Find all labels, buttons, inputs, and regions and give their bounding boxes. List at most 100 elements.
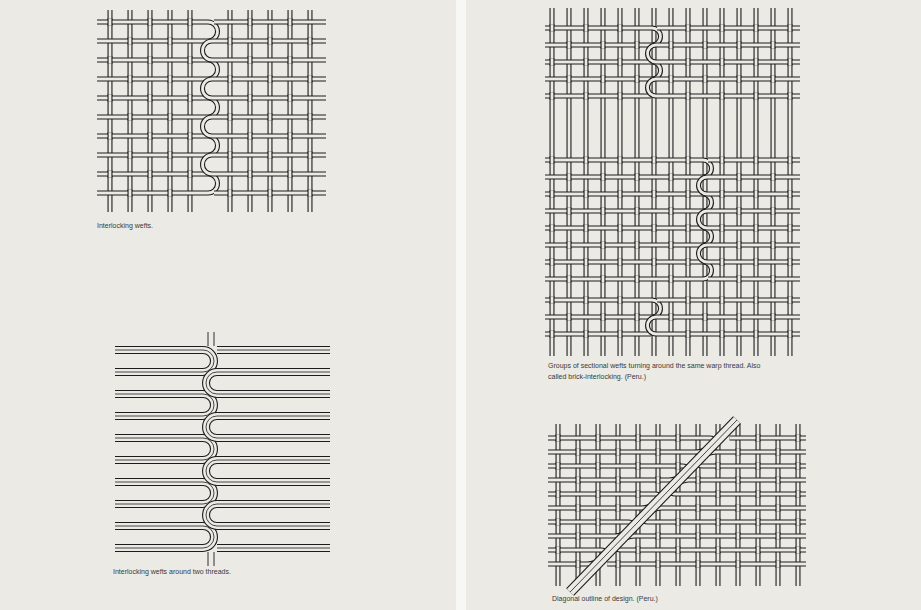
thread-fill [289,170,292,177]
thread-fill [585,190,588,197]
thread-fill [619,296,622,303]
thread-outline [652,224,657,231]
thread-fill [129,37,132,44]
thread-fill [129,75,132,82]
thread-outline [618,156,623,163]
thread-outline [699,245,801,262]
thread-outline [788,58,793,65]
thread-fill [289,94,292,101]
thread-outline [601,173,606,180]
thread-fill [585,224,588,231]
thread-centerline [115,526,214,548]
thread-fill [115,350,214,372]
thread-fill [619,24,622,31]
thread-fill [789,258,792,265]
thread-fill [738,313,741,320]
thread-outline [115,526,214,548]
thread-outline [636,490,641,497]
brick-interlocking-figure [545,8,800,356]
thread-outline [635,173,640,180]
thread-outline [618,58,623,65]
thread-outline [268,113,273,120]
thread-fill [687,258,690,265]
thread-outline [148,170,153,177]
thread-fill [721,224,724,231]
thread-outline [657,298,800,303]
thread-fill [97,60,217,79]
thread-outline [268,10,273,212]
thread-fill [721,8,724,356]
thread-outline [168,189,173,196]
thread-outline [737,275,742,282]
thread-outline [796,518,801,525]
thread-fill [721,190,724,197]
thread-outline [108,18,113,25]
thread-fill [602,207,605,214]
thread-outline [698,452,806,466]
thread-outline [618,296,623,303]
thread-fill [577,532,580,539]
thread-outline [686,258,691,265]
thread-outline [248,94,253,101]
thread-fill [289,132,292,139]
thread-outline [228,113,233,120]
thread-fill [687,330,690,337]
thread-fill [169,151,172,158]
thread-fill [797,518,800,525]
thread-outline [616,560,621,567]
thread-outline [545,332,651,337]
thread-outline [720,156,725,163]
thread-centerline [115,438,214,460]
thread-fill [568,275,571,282]
thread-outline [788,190,793,197]
thread-outline [720,190,725,197]
thread-fill [755,156,758,163]
thread-outline [618,258,623,265]
thread-fill [721,156,724,163]
thread-outline [720,258,725,265]
thread-outline [708,277,800,282]
thread-outline [635,207,640,214]
thread-fill [97,98,218,117]
thread-outline [618,24,623,31]
thread-outline [584,258,589,265]
thread-outline [737,75,742,82]
thread-outline [308,10,313,212]
thread-centerline [206,372,330,394]
thread-fill [309,37,312,44]
thread-fill [789,8,792,356]
thread-outline [635,313,640,320]
thread-outline [720,330,725,337]
thread-fill [797,434,800,441]
thread-fill [738,275,741,282]
thread-fill [269,75,272,82]
thread-outline [720,24,725,31]
thread-outline [550,296,555,303]
thread-fill [249,132,252,139]
thread-fill [269,189,272,196]
thread-outline [696,532,701,539]
thread-outline [788,224,793,231]
thread-fill [738,173,741,180]
thread-outline [730,436,807,441]
thread-fill [206,416,330,438]
thread-outline [736,560,741,567]
thread-fill [721,296,724,303]
thread-outline [636,434,641,441]
thread-centerline [115,350,214,372]
thread-fill [169,10,172,212]
thread-outline [656,476,661,483]
thread-outline [228,10,233,212]
thread-fill [568,41,571,48]
thread-outline [214,20,326,25]
thread-outline [168,113,173,120]
thread-outline [669,41,674,48]
thread-fill [309,151,312,158]
thread-outline [669,173,674,180]
figure-caption: Interlocking wefts. [97,221,153,232]
thread-fill [755,224,758,231]
thread-outline [550,58,555,65]
thread-fill [602,313,605,320]
thread-fill [636,173,639,180]
thread-outline [716,546,721,553]
